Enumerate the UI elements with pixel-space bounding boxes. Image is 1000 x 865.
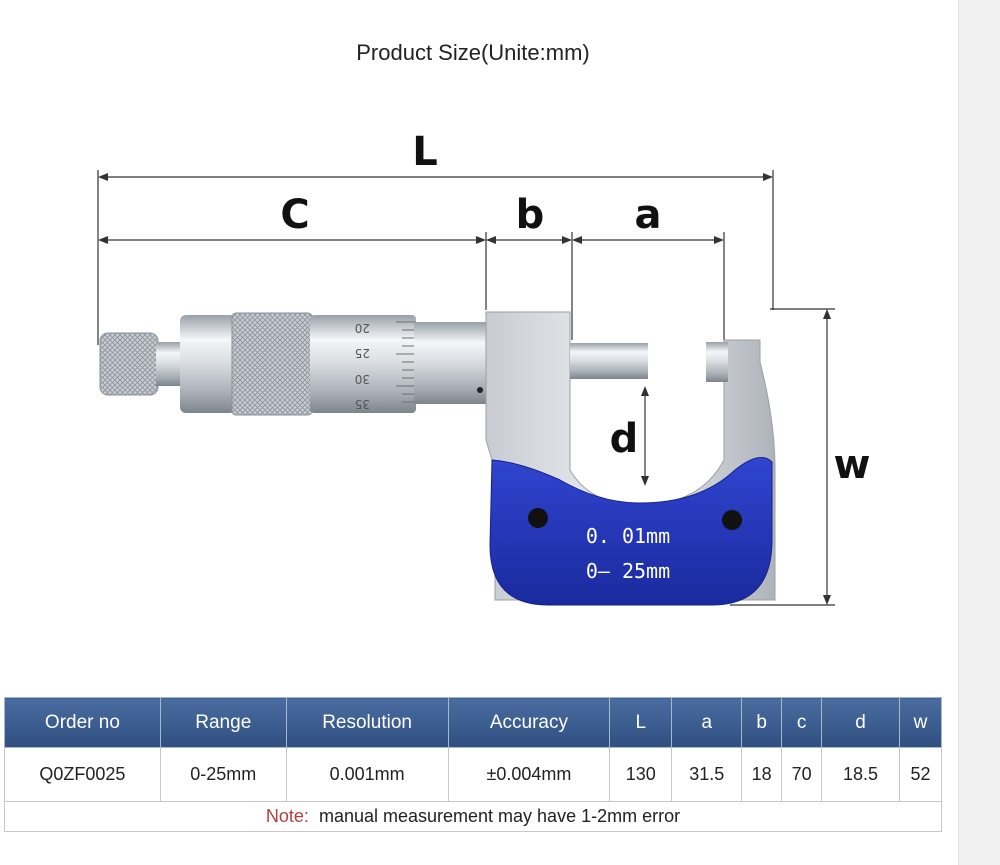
cell-b: 18 — [741, 747, 783, 802]
frame-range-text: 0— 25mm — [586, 559, 670, 583]
micrometer-diagram: L C b a d w 20 25 30 35 0. 01mm 0 — [97, 129, 871, 606]
col-header-w: w — [899, 697, 942, 748]
sleeve-mark-20: 20 — [355, 321, 370, 335]
col-header-a: a — [671, 697, 743, 748]
cell-resolution: 0.001mm — [285, 747, 449, 802]
col-header-c: c — [781, 697, 823, 748]
thimble: 20 25 30 35 — [180, 312, 416, 416]
cell-order-no: Q0ZF0025 — [4, 747, 161, 802]
dimension-label-L: L — [412, 129, 438, 175]
col-header-d: d — [821, 697, 900, 748]
sleeve-mark-30: 30 — [355, 372, 370, 386]
cell-accuracy: ±0.004mm — [447, 747, 611, 802]
spindle — [570, 343, 648, 379]
dimension-label-d: d — [610, 416, 639, 462]
table-header-row: Order no Range Resolution Accuracy L a b… — [4, 697, 942, 748]
dimension-label-b: b — [516, 192, 545, 238]
cell-L: 130 — [609, 747, 673, 802]
cell-d: 18.5 — [821, 747, 900, 802]
frame-screw-right — [722, 510, 742, 530]
right-margin-strip — [958, 0, 1000, 865]
sleeve-mark-25: 25 — [355, 346, 370, 360]
page-title: Product Size(Unite:mm) — [356, 40, 590, 65]
cell-range: 0-25mm — [159, 747, 287, 802]
frame-blue-insulation — [489, 457, 773, 606]
frame-resolution-text: 0. 01mm — [586, 524, 670, 548]
ratchet-knob — [99, 332, 182, 396]
cell-c: 70 — [781, 747, 823, 802]
note-cell: Note: manual measurement may have 1-2mm … — [4, 801, 942, 832]
col-header-range: Range — [159, 697, 287, 748]
dimension-label-w: w — [834, 442, 871, 488]
dimension-label-a: a — [635, 192, 662, 238]
cell-w: 52 — [899, 747, 942, 802]
sleeve-index-dot — [477, 387, 483, 393]
col-header-resolution: Resolution — [285, 697, 449, 748]
dimension-lines — [97, 170, 835, 606]
dimension-label-C: C — [280, 192, 309, 238]
note-text: manual measurement may have 1-2mm error — [318, 806, 681, 826]
note-label: Note: — [265, 806, 309, 826]
cell-a: 31.5 — [671, 747, 743, 802]
dimension-arrowheads — [98, 173, 831, 605]
sleeve-mark-35: 35 — [355, 397, 370, 411]
col-header-order-no: Order no — [4, 697, 161, 748]
col-header-b: b — [741, 697, 783, 748]
table-row: Q0ZF0025 0-25mm 0.001mm ±0.004mm 130 31.… — [4, 747, 942, 802]
frame-screw-left — [528, 508, 548, 528]
spec-table: Order no Range Resolution Accuracy L a b… — [4, 697, 942, 832]
note-row: Note: manual measurement may have 1-2mm … — [4, 801, 942, 832]
col-header-accuracy: Accuracy — [447, 697, 611, 748]
anvil — [706, 342, 728, 382]
col-header-L: L — [609, 697, 673, 748]
